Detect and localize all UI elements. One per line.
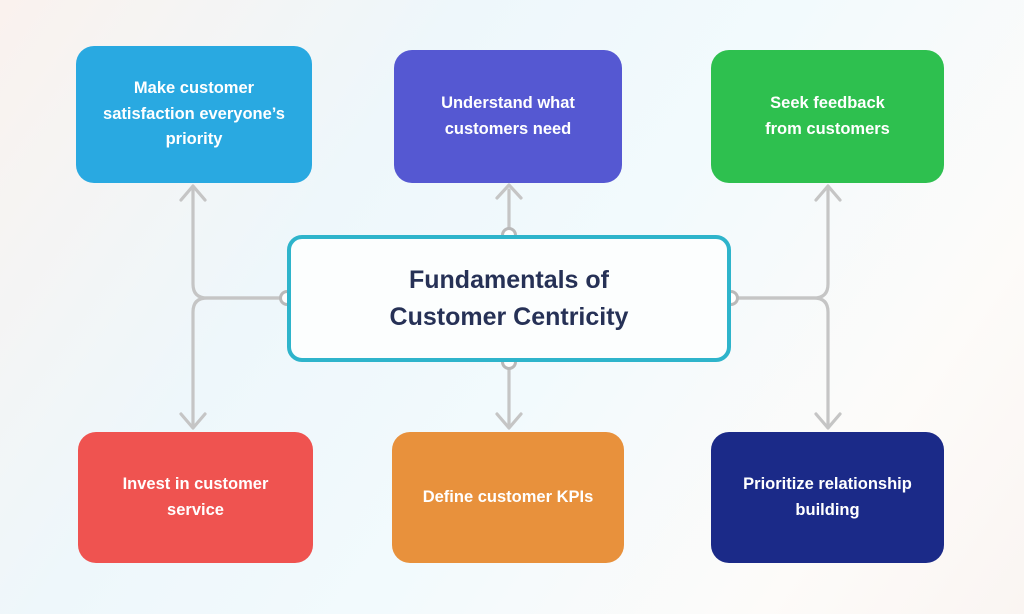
arrow-up-icon — [495, 183, 523, 200]
node-label: Define customer KPIs — [422, 487, 594, 506]
connector-center-to-bottom-right — [736, 296, 830, 426]
arrow-down-icon — [179, 412, 207, 430]
center-node-fundamentals[interactable]: Fundamentals of Customer Centricity — [287, 235, 731, 362]
node-invest-in-customer-service[interactable]: Invest in customer service — [78, 432, 313, 563]
node-make-customer-satisfaction-priority[interactable]: Make customer satisfaction everyone’s pr… — [76, 46, 312, 183]
node-define-customer-kpis[interactable]: Define customer KPIs — [392, 432, 624, 563]
connector-center-to-top-right — [736, 188, 830, 300]
node-label: Seek feedback from customers — [765, 93, 890, 138]
connector-center-to-top-left — [191, 188, 282, 300]
node-seek-feedback-from-customers[interactable]: Seek feedback from customers — [711, 50, 944, 183]
connector-center-to-bottom-left — [191, 296, 282, 426]
node-label: Understand what customers need — [441, 93, 575, 138]
node-label: Prioritize relationship building — [743, 474, 912, 519]
center-node-title: Fundamentals of Customer Centricity — [389, 266, 629, 331]
node-label: Make customer satisfaction everyone’s pr… — [103, 79, 285, 149]
arrow-down-icon — [814, 412, 842, 430]
node-prioritize-relationship-building[interactable]: Prioritize relationship building — [711, 432, 944, 563]
node-understand-what-customers-need[interactable]: Understand what customers need — [394, 50, 622, 183]
node-label: Invest in customer service — [122, 474, 269, 519]
arrow-up-icon — [179, 184, 207, 202]
arrow-up-icon — [814, 184, 842, 202]
arrow-down-icon — [495, 412, 523, 430]
